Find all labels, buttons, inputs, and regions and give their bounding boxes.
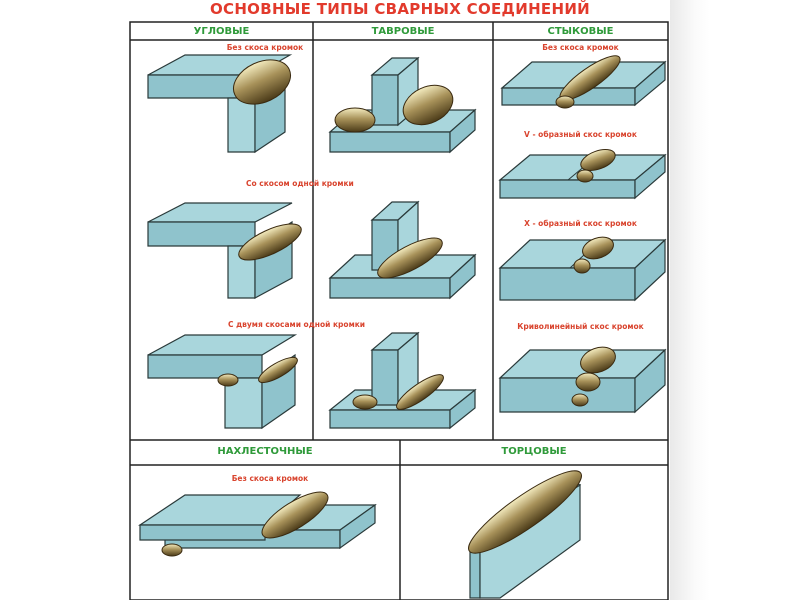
- corner-joint-no-bevel: [147, 54, 293, 154]
- tee-joint-double-bevel: [328, 331, 477, 430]
- caption-butt-x: X - образный скос кромок: [524, 219, 637, 228]
- corner-joint-double-bevel: [147, 334, 298, 430]
- caption-butt-v: V - образный скос кромок: [524, 130, 637, 139]
- caption-lap-no-bevel: Без скоса кромок: [231, 474, 309, 483]
- header-corner: УГЛОВЫЕ: [193, 26, 250, 37]
- header-butt: СТЫКОВЫЕ: [547, 26, 614, 37]
- caption-butt-no-bevel: Без скоса кромок: [542, 43, 619, 52]
- caption-butt-curved: Криволинейный скос кромок: [517, 322, 644, 331]
- poster-title: ОСНОВНЫЕ ТИПЫ СВАРНЫХ СОЕДИНЕНИЙ: [209, 0, 591, 18]
- butt-joint-no-bevel: [500, 55, 667, 109]
- table-grid: [129, 21, 669, 600]
- caption-no-bevel: Без скоса кромок: [226, 43, 304, 52]
- header-edge: ТОРЦОВЫЕ: [501, 446, 567, 457]
- lap-joint-no-bevel: [138, 491, 377, 557]
- caption-double-bevel: С двумя скосами одной кромки: [228, 320, 366, 329]
- butt-joint-v-bevel: [498, 149, 667, 200]
- tee-joint-single-bevel: [328, 200, 477, 300]
- tee-joint-no-bevel: [328, 56, 477, 154]
- butt-joint-curved-bevel: [498, 346, 667, 414]
- header-lap: НАХЛЕСТОЧНЫЕ: [217, 446, 313, 457]
- edge-joint: [468, 470, 582, 599]
- corner-joint-single-bevel: [147, 202, 302, 300]
- caption-single-bevel: Со скосом одной кромки: [246, 179, 354, 188]
- butt-joint-x-bevel: [498, 236, 667, 302]
- page-edge-shadow: [670, 0, 800, 600]
- header-tee: ТАВРОВЫЕ: [371, 26, 435, 37]
